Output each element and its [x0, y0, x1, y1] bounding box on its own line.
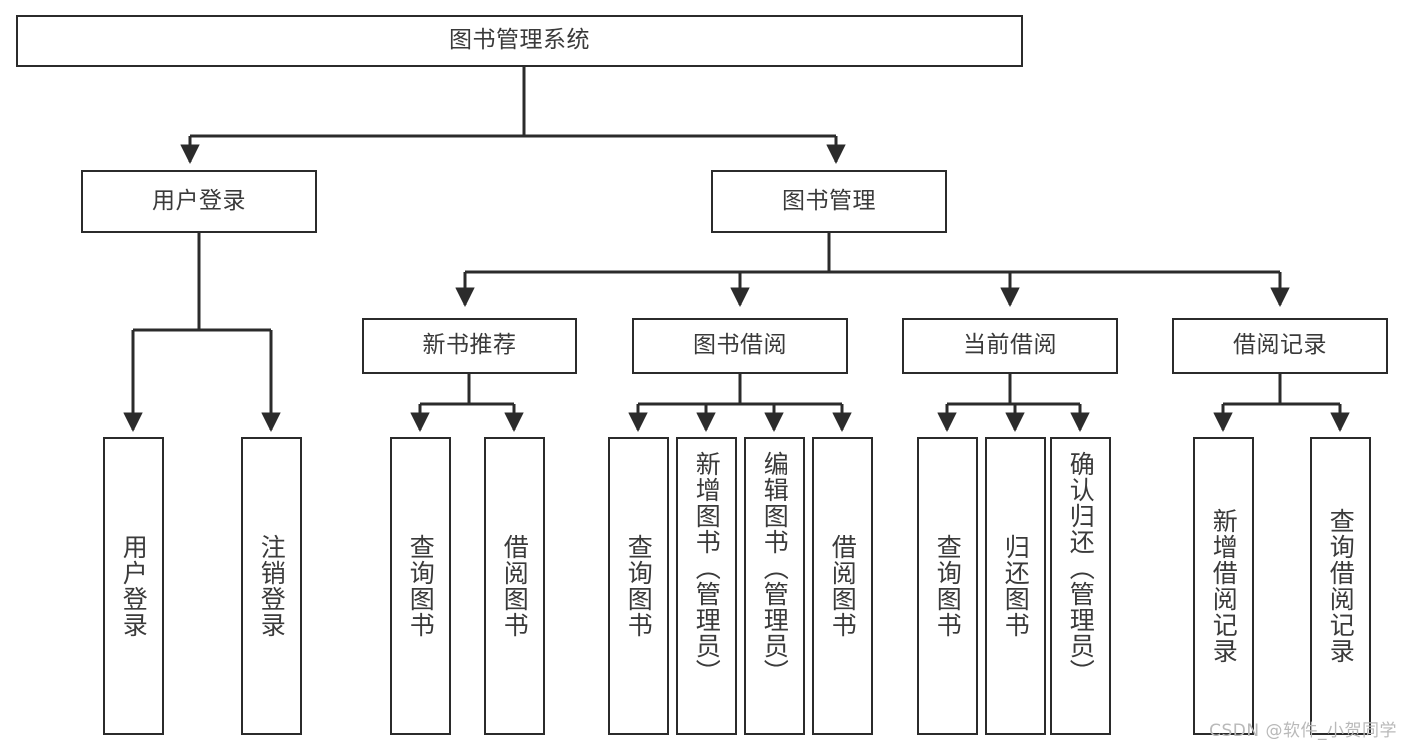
- node-label: 图书管理系统: [449, 27, 590, 54]
- leaf-edit-book-admin[interactable]: 编辑图书（管理员）: [744, 437, 805, 735]
- leaf-query-book-borrow[interactable]: 查询图书: [608, 437, 669, 735]
- node-new-book-recommend[interactable]: 新书推荐: [362, 318, 577, 374]
- node-label: 当前借阅: [963, 332, 1057, 359]
- node-label: 新增借阅记录: [1209, 508, 1239, 664]
- node-label: 编辑图书（管理员）: [760, 451, 790, 685]
- node-label: 图书管理: [782, 187, 876, 214]
- node-book-borrow[interactable]: 图书借阅: [632, 318, 848, 374]
- node-label: 新增图书（管理员）: [692, 451, 722, 685]
- leaf-query-borrow-record[interactable]: 查询借阅记录: [1310, 437, 1371, 735]
- leaf-add-borrow-record[interactable]: 新增借阅记录: [1193, 437, 1254, 735]
- node-label: 用户登录: [119, 534, 149, 638]
- node-label: 归还图书: [1001, 534, 1031, 638]
- leaf-confirm-return-admin[interactable]: 确认归还（管理员）: [1050, 437, 1111, 735]
- leaf-user-logout[interactable]: 注销登录: [241, 437, 302, 735]
- node-label: 确认归还（管理员）: [1066, 451, 1096, 685]
- leaf-query-book-current[interactable]: 查询图书: [917, 437, 978, 735]
- leaf-borrow-book-borrow[interactable]: 借阅图书: [812, 437, 873, 735]
- node-label: 查询借阅记录: [1326, 508, 1356, 664]
- leaf-query-book-recommend[interactable]: 查询图书: [390, 437, 451, 735]
- leaf-user-login[interactable]: 用户登录: [103, 437, 164, 735]
- node-current-borrow[interactable]: 当前借阅: [902, 318, 1118, 374]
- node-label: 图书借阅: [693, 332, 787, 359]
- node-borrow-record[interactable]: 借阅记录: [1172, 318, 1388, 374]
- csdn-watermark: CSDN @软件_小贺同学: [1209, 721, 1397, 741]
- node-label: 查询图书: [933, 534, 963, 638]
- node-label: 注销登录: [257, 534, 287, 638]
- node-label: 新书推荐: [422, 332, 517, 359]
- leaf-borrow-book-recommend[interactable]: 借阅图书: [484, 437, 545, 735]
- node-label: 借阅图书: [500, 534, 530, 638]
- leaf-return-book[interactable]: 归还图书: [985, 437, 1046, 735]
- node-label: 查询图书: [406, 534, 436, 638]
- node-book-management[interactable]: 图书管理: [711, 170, 947, 233]
- leaf-add-book-admin[interactable]: 新增图书（管理员）: [676, 437, 737, 735]
- node-label: 借阅图书: [828, 534, 858, 638]
- node-label: 借阅记录: [1233, 332, 1327, 359]
- node-label: 查询图书: [624, 534, 654, 638]
- node-user-login[interactable]: 用户登录: [81, 170, 317, 233]
- node-root-book-management-system[interactable]: 图书管理系统: [16, 15, 1023, 67]
- node-label: 用户登录: [152, 187, 246, 214]
